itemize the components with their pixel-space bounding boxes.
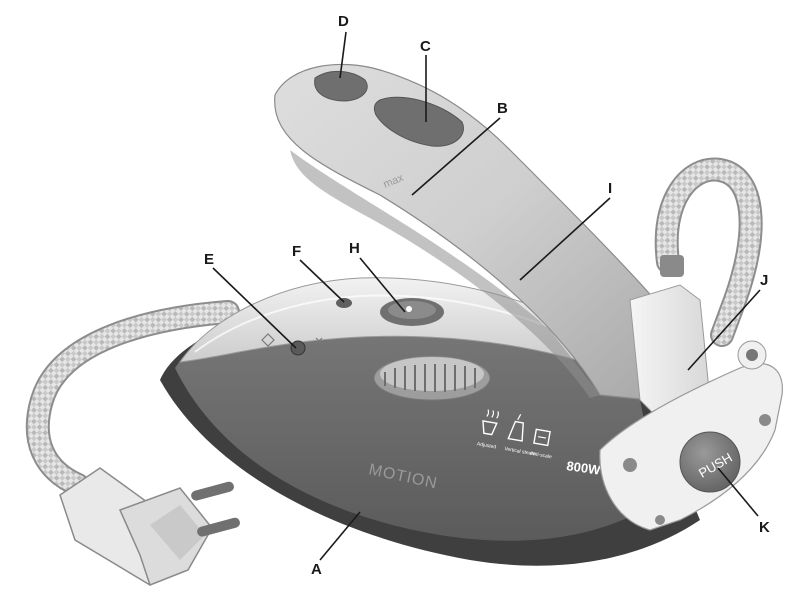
label-h: H [349,240,360,257]
leader-j [687,289,761,371]
label-j: J [760,272,768,289]
leader-a [319,511,361,561]
label-k: K [759,519,770,536]
vertical-steam-icon [507,414,524,442]
cord-loop [654,157,763,347]
leader-h [359,257,406,313]
leader-e [212,267,297,349]
leader-b [411,117,501,196]
label-f: F [292,243,301,260]
leader-d [339,31,347,79]
icon-caption-1: Adjusted [476,441,496,450]
anti-scale-icon [533,428,551,447]
leader-i [519,197,611,281]
power-rating: 800W [566,458,602,478]
folding-handle: max [274,63,656,401]
spray-nozzle [336,298,352,308]
power-cord [25,300,240,497]
power-plug [59,467,240,586]
water-fill-opening [380,298,444,326]
steam-burst-button [373,96,464,147]
label-c: C [420,38,431,55]
temperature-dial [373,355,491,401]
leader-k [717,467,759,517]
label-i: I [608,180,612,197]
label-a: A [311,561,322,578]
label-e: E [204,251,214,268]
leader-lines [212,31,761,561]
callout-labels: A B C D E F H I J K [204,13,770,578]
feature-icons: Adjusted Vertical steam Anti-scale [476,409,553,461]
leader-f [299,259,345,303]
steam-shot-icon [482,409,499,436]
icon-caption-2: Vertical steam [504,446,536,457]
steam-selector [261,333,323,356]
label-d: D [338,13,349,30]
label-b: B [497,100,508,117]
icon-caption-3: Anti-scale [530,451,553,461]
